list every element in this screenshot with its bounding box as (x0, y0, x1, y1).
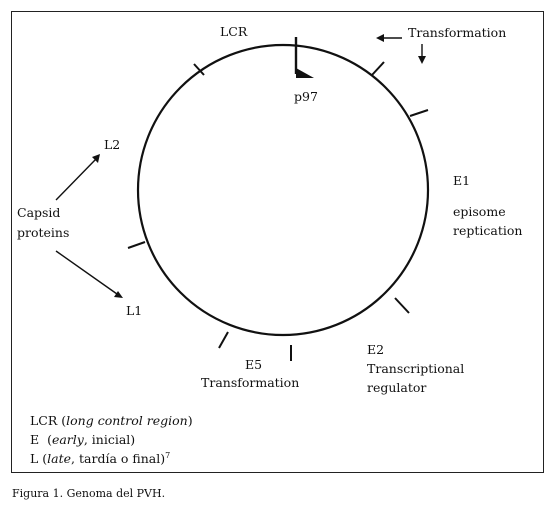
arrow-to-l2 (55, 158, 97, 201)
p97-promoter-flag (296, 68, 314, 78)
e1-desc-line1: episome (453, 204, 506, 219)
capsid-proteins-line1: Capsid (17, 205, 61, 220)
genome-circle (136, 43, 430, 337)
tick-bottom-left (218, 331, 229, 349)
e5-label: E5 (245, 357, 263, 372)
tick-right-lower (394, 297, 410, 314)
e1-desc-line2: reptication (453, 223, 523, 238)
arrow-to-l1 (55, 250, 118, 295)
lcr-label: LCR (220, 24, 248, 39)
caption-label: Figura 1. (12, 487, 64, 500)
transformation-top-label: Transformation (408, 25, 507, 40)
figure-caption: Figura 1. Genoma del PVH. (12, 487, 165, 500)
abbreviation-legend: LCR (long control region) E (early, inic… (30, 411, 193, 468)
legend-item-lcr: LCR (long control region) (30, 413, 193, 428)
transformation-arrow-left-head (376, 34, 384, 42)
l1-label: L1 (126, 303, 143, 318)
arrow-to-l2-head (92, 154, 100, 163)
legend-item-l: L (late, tardía o final)7 (30, 450, 171, 466)
reference-marker: 7 (165, 450, 171, 460)
tick-top-left (193, 63, 205, 76)
e2-label: E2 (367, 342, 385, 357)
p97-label: p97 (294, 89, 318, 104)
arrow-to-l1-head (114, 291, 123, 298)
l2-label: L2 (104, 137, 121, 152)
e2-desc-line2: regulator (367, 380, 427, 395)
tick-left (127, 241, 146, 249)
e5-desc: Transformation (201, 375, 300, 390)
caption-text: Genoma del PVH. (66, 487, 166, 500)
tick-right-upper (409, 109, 429, 117)
figure-frame (11, 11, 544, 473)
legend-item-e: E (early, inicial) (30, 432, 136, 447)
e2-desc-line1: Transcriptional (367, 361, 465, 376)
transformation-arrow-down-head (418, 56, 426, 64)
e1-label: E1 (453, 173, 471, 188)
tick-top-right (371, 61, 385, 76)
capsid-proteins-line2: proteins (17, 225, 70, 240)
